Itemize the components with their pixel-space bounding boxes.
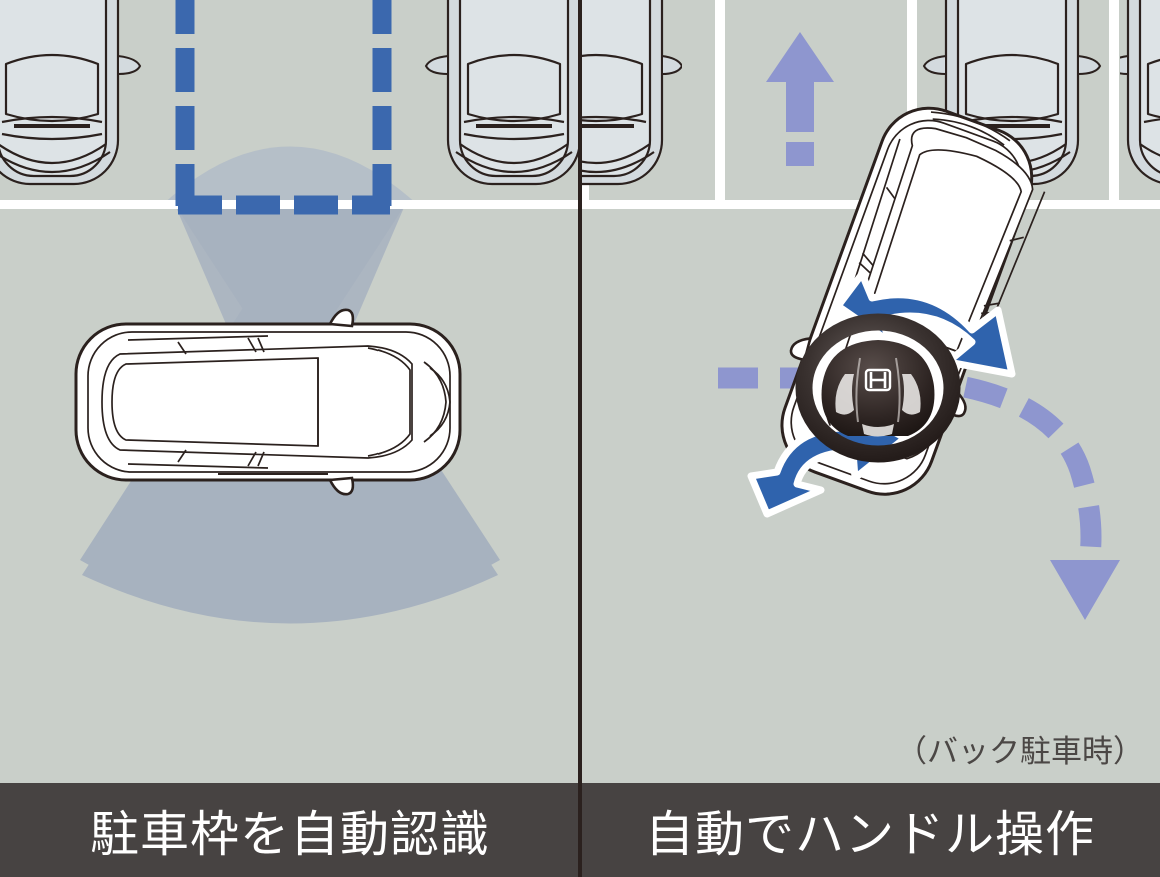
ego-vehicle-left — [74, 308, 462, 496]
steering-wheel — [795, 313, 961, 463]
panel-auto-detect — [0, 0, 580, 783]
parked-car-right — [424, 0, 580, 186]
steering-rotation-arrow-upper — [834, 270, 1016, 378]
parked-car-left — [0, 0, 142, 186]
honda-logo-icon — [864, 368, 892, 392]
panel-divider — [578, 0, 582, 783]
forward-direction-arrow — [766, 32, 834, 166]
parking-space-detection-box — [175, 0, 392, 215]
caption-right: 自動でハンドル操作 — [644, 805, 1095, 863]
parked-car-right-panel-3 — [1120, 0, 1160, 184]
caption-divider — [578, 783, 582, 877]
road-edge-line-left — [0, 200, 580, 209]
panel-auto-steering: （バック駐車時） — [580, 0, 1160, 783]
parked-car-right-panel-1 — [580, 0, 682, 186]
reverse-parking-note: （バック駐車時） — [896, 734, 1144, 770]
reverse-trajectory-path — [718, 367, 1120, 620]
caption-left: 駐車枠を自動認識 — [89, 805, 490, 863]
